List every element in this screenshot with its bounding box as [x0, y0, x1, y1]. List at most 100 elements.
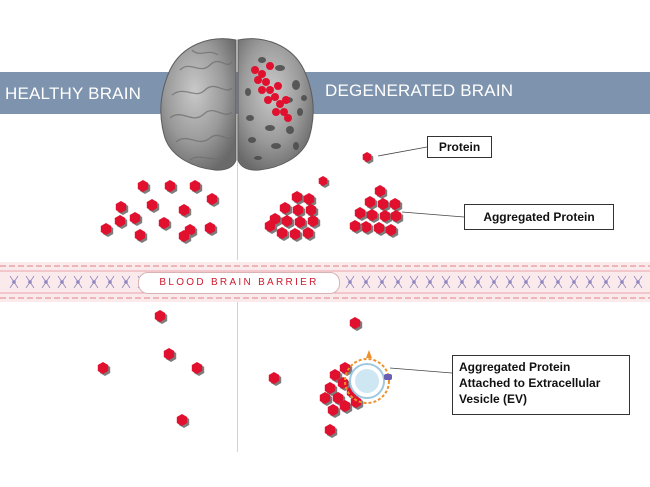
- protein-hexagon: [164, 180, 176, 192]
- blood-brain-barrier-label: BLOOD BRAIN BARRIER: [138, 272, 340, 294]
- vesicle-marker-top: [366, 350, 372, 358]
- protein-hexagon: [332, 392, 344, 404]
- protein-hexagon: [366, 209, 378, 221]
- barrier-node: [348, 280, 352, 284]
- protein-hexagon: [390, 210, 402, 222]
- protein-hexagon: [281, 215, 293, 227]
- protein-hexagon: [350, 396, 362, 408]
- barrier-node: [572, 280, 576, 284]
- barrier-node: [92, 280, 96, 284]
- protein-hexagon: [373, 222, 385, 234]
- barrier-node: [412, 280, 416, 284]
- barrier-node: [492, 280, 496, 284]
- protein-hexagon: [385, 224, 397, 236]
- ev-leader-line: [389, 367, 453, 374]
- upper-divider: [237, 115, 238, 260]
- protein-hexagon: [276, 227, 288, 239]
- protein-hexagon: [154, 310, 166, 322]
- protein-hexagon: [339, 400, 351, 412]
- protein-hexagon: [349, 317, 361, 329]
- protein-hexagon: [307, 215, 319, 227]
- protein-hexagon: [129, 212, 141, 224]
- barrier-node: [108, 280, 112, 284]
- protein-hexagon: [360, 221, 372, 233]
- protein-hexagon: [292, 204, 304, 216]
- degenerated-brain-title: DEGENERATED BRAIN: [325, 81, 514, 100]
- protein-hexagon: [324, 424, 336, 436]
- protein-hexagon: [279, 202, 291, 214]
- protein-hexagon: [158, 217, 170, 229]
- protein-hexagon: [100, 223, 112, 235]
- barrier-node: [12, 280, 16, 284]
- protein-hexagon: [354, 207, 366, 219]
- protein-hexagon: [349, 220, 361, 232]
- protein-hexagon: [324, 382, 336, 394]
- protein-hexagon: [134, 229, 146, 241]
- barrier-node: [364, 280, 368, 284]
- protein-hexagon: [337, 377, 349, 389]
- protein-hexagon: [329, 369, 341, 381]
- protein-hexagon: [364, 196, 376, 208]
- protein-hexagon: [327, 404, 339, 416]
- protein-hexagon: [178, 230, 190, 242]
- protein-hexagon: [291, 191, 303, 203]
- protein-hexagon: [302, 227, 314, 239]
- title-banner: [0, 72, 650, 114]
- barrier-node: [524, 280, 528, 284]
- ev-callout-line-3: Vesicle (EV): [459, 392, 528, 406]
- protein-hexagon: [189, 180, 201, 192]
- barrier-node: [540, 280, 544, 284]
- barrier-node: [556, 280, 560, 284]
- protein-hexagon: [137, 180, 149, 192]
- protein-hexagon: [289, 228, 301, 240]
- protein-hexagon: [303, 193, 315, 205]
- barrier-node: [396, 280, 400, 284]
- protein-hexagon: [319, 392, 331, 404]
- protein-hexagon: [97, 362, 109, 374]
- ev-callout-line-1: Aggregated Protein: [459, 360, 571, 374]
- vesicle-marker-side: [384, 374, 392, 380]
- protein-hexagon: [305, 204, 317, 216]
- protein-callout: Protein: [427, 136, 492, 158]
- protein-hexagon: [374, 185, 386, 197]
- protein-hexagon: [318, 176, 328, 186]
- protein-hexagon: [294, 216, 306, 228]
- barrier-node: [620, 280, 624, 284]
- barrier-node: [60, 280, 64, 284]
- ev-protein-callout: Aggregated Protein Attached to Extracell…: [452, 355, 630, 415]
- protein-hexagon: [176, 414, 188, 426]
- barrier-node: [380, 280, 384, 284]
- protein-hexagon: [115, 201, 127, 213]
- barrier-node: [428, 280, 432, 284]
- protein-hexagon: [377, 198, 389, 210]
- protein-hexagon: [389, 198, 401, 210]
- aggregated-protein-callout: Aggregated Protein: [464, 204, 614, 230]
- protein-hexagon: [178, 204, 190, 216]
- barrier-node: [76, 280, 80, 284]
- protein-hexagon: [163, 348, 175, 360]
- protein-hexagon: [339, 362, 351, 374]
- protein-hexagon: [264, 220, 276, 232]
- ev-callout-line-2: Attached to Extracellular: [459, 376, 601, 390]
- extracellular-vesicle: [344, 350, 392, 404]
- protein-hexagon: [268, 372, 280, 384]
- protein-hexagon: [362, 152, 372, 162]
- barrier-node: [476, 280, 480, 284]
- aggregated-leader-line: [401, 211, 465, 218]
- barrier-node: [44, 280, 48, 284]
- healthy-brain-title: HEALTHY BRAIN: [5, 84, 142, 103]
- barrier-node: [604, 280, 608, 284]
- protein-hexagon: [114, 215, 126, 227]
- barrier-node: [460, 280, 464, 284]
- brain-left-hemisphere: [160, 38, 237, 171]
- barrier-node: [124, 280, 128, 284]
- barrier-node: [444, 280, 448, 284]
- protein-leader-line: [377, 146, 428, 157]
- barrier-node: [588, 280, 592, 284]
- protein-hexagon: [206, 193, 218, 205]
- barrier-node: [508, 280, 512, 284]
- protein-hexagon: [146, 199, 158, 211]
- lower-divider: [237, 302, 238, 452]
